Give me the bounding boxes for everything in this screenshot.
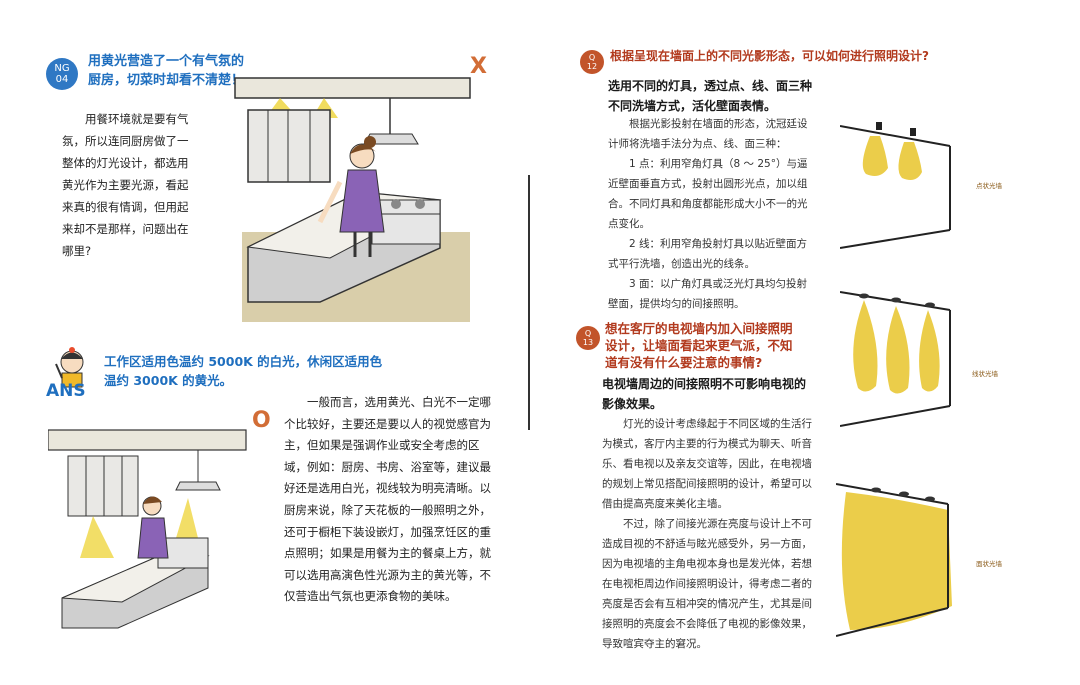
q12-lead: 选用不同的灯具，透过点、线、面三种 不同洗墙方式，活化壁面表情。: [608, 79, 813, 113]
q13-title: 想在客厅的电视墙内加入间接照明 设计，让墙面看起来更气派，不知 道有没有什么要注…: [605, 321, 793, 370]
ng-badge: NG 04: [46, 58, 78, 90]
point-wall-label: 点状光墙: [976, 182, 1002, 190]
mascot-icon: [55, 347, 84, 388]
plane-wall-diagram: [836, 483, 952, 637]
q12-body: 根据光影投射在墙面的形态，沈冠廷设计师将洗墙手法分为点、线、面三种： 1 点：利…: [608, 118, 808, 310]
q12-badge: Q 12: [580, 50, 604, 74]
yellow-kitchen-illustration: [234, 77, 471, 322]
q13-lead: 电视墙周边的间接照明不可影响电视的 影像效果。: [602, 377, 807, 411]
white-kitchen-illustration: [48, 429, 247, 629]
o-mark-icon: O: [252, 408, 271, 433]
point-wall-diagram: [840, 122, 951, 249]
x-mark-icon: X: [470, 54, 487, 79]
ng-body-text: 用餐环境就是要有气氛，所以连同厨房做了一整体的灯光设计，都选用黄光作为主要光源，…: [62, 112, 189, 258]
ans-mascot: ANS: [42, 346, 102, 406]
ans-body-text: 一般而言，选用黄光、白光不一定哪个比较好，主要还是要以人的视觉感官为主，但如果是…: [284, 395, 491, 604]
q13-badge: Q 13: [576, 326, 600, 350]
page-divider: [528, 175, 530, 430]
line-wall-diagram: [840, 291, 951, 427]
ans-title: 工作区适用色温约 5000K 的白光，休闲区适用色 温约 3000K 的黄光。: [104, 354, 383, 388]
ng-title: 用黄光营造了一个有气氛的 厨房，切菜时却看不清楚！: [88, 54, 245, 88]
q12-title: 根据呈现在墙面上的不同光影形态，可以如何进行照明设计?: [610, 49, 929, 63]
ans-label: ANS: [46, 381, 86, 401]
line-wall-label: 线状光墙: [972, 370, 998, 378]
plane-wall-label: 面状光墙: [976, 560, 1002, 568]
q13-body: 灯光的设计考虑缘起于不同区域的生活行为模式，客厅内主要的行为模式为聊天、听音乐、…: [602, 418, 812, 650]
